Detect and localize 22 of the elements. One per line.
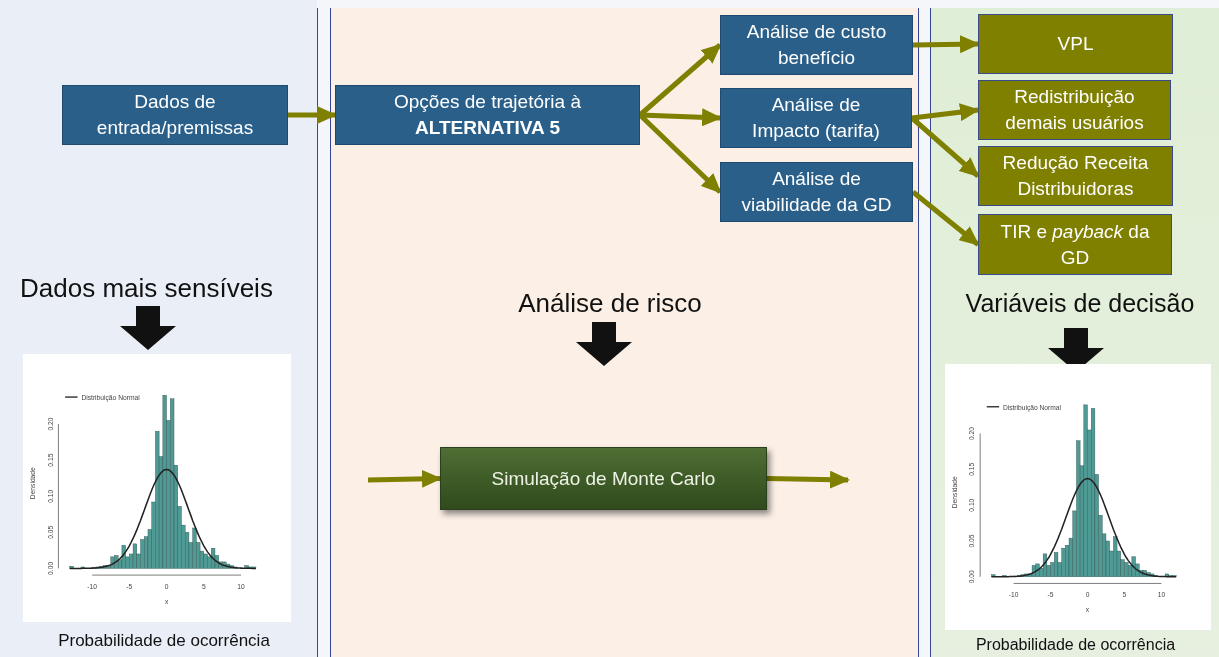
section-heading: Dados mais sensíveis [20,272,274,304]
process-box: Dados de entrada/premissas [62,85,288,145]
result-box: VPL [978,14,1173,74]
arrow [910,116,980,178]
process-box: Análise de viabilidade da GD [720,162,913,222]
result-box: Redistribuição demais usuários [978,80,1171,140]
arrow [766,470,850,489]
section-heading: Análise de risco [517,287,703,320]
result-box: TIR e payback da GD [978,214,1172,275]
arrow [288,106,337,124]
process-box: Opções de trajetória à ALTERNATIVA 5 [335,85,640,145]
arrow [912,35,980,54]
arrow [911,103,980,122]
arrow [911,190,980,247]
result-box: Redução Receita Distribuidoras [978,146,1173,206]
chart-caption: Probabilidade de ocorrência [974,635,1177,655]
chart-caption: Probabilidade de ocorrência [57,630,271,652]
process-box: Análise de custo benefício [720,15,913,75]
simulation-box: Simulação de Monte Carlo [440,447,767,510]
section-heading: Variáveis de decisão [964,288,1196,319]
arrow [367,469,442,488]
process-box: Análise de Impacto (tarifa) [720,88,912,148]
